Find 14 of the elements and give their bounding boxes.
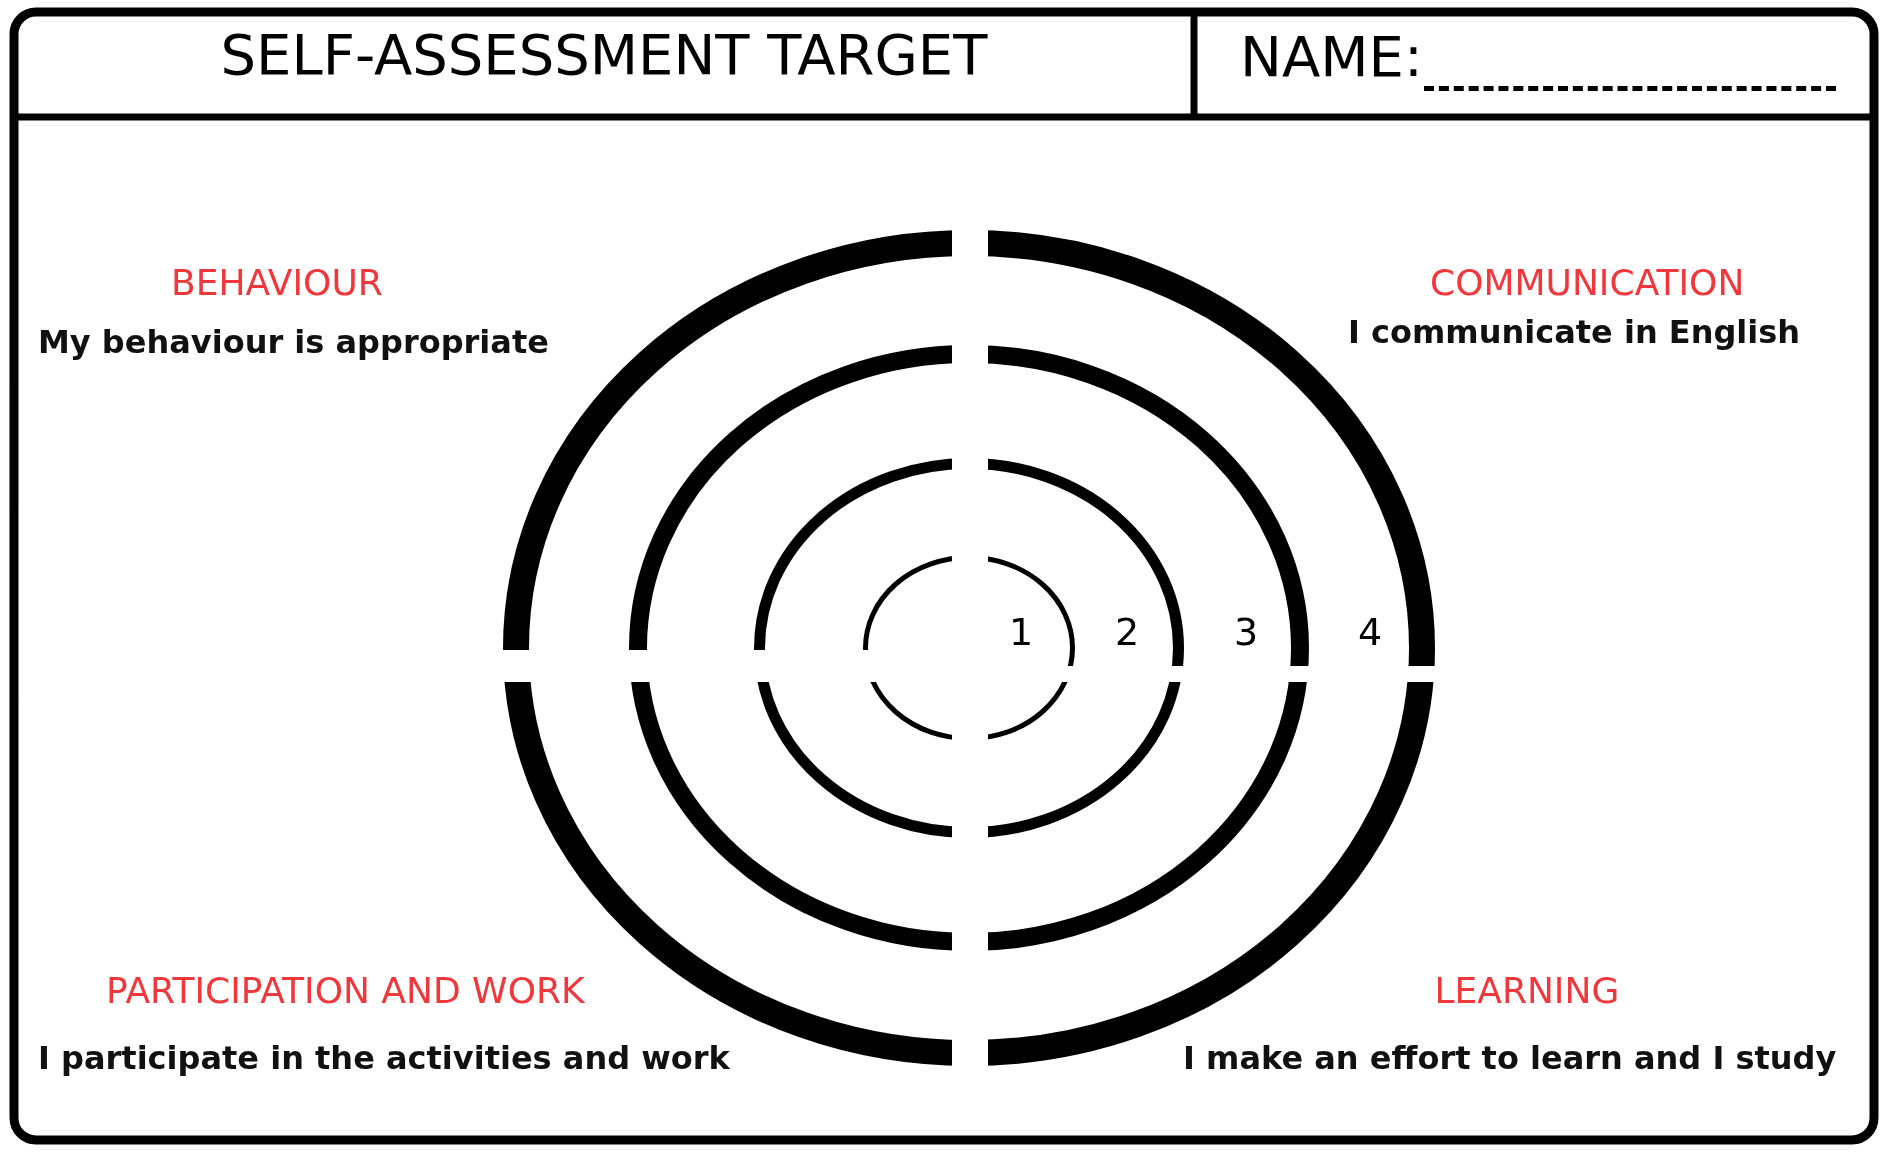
category-heading: PARTICIPATION AND WORK [106,971,585,1011]
category-heading: BEHAVIOUR [171,263,383,303]
statement-text: I participate in the activities and work [38,1041,730,1077]
name-label: NAME: [1240,26,1423,88]
category-heading: LEARNING [1434,971,1620,1011]
statement-text: I communicate in English [1348,315,1801,351]
score-number: 1 [1009,612,1034,654]
score-number: 2 [1115,612,1140,654]
score-number: 3 [1234,612,1259,654]
statement-text: My behaviour is appropriate [38,325,549,361]
statement-text: I make an effort to learn and I study [1183,1041,1837,1077]
sheet-title: SELF-ASSESSMENT TARGET [219,24,989,86]
category-heading: COMMUNICATION [1430,263,1745,303]
score-number: 4 [1358,612,1383,654]
